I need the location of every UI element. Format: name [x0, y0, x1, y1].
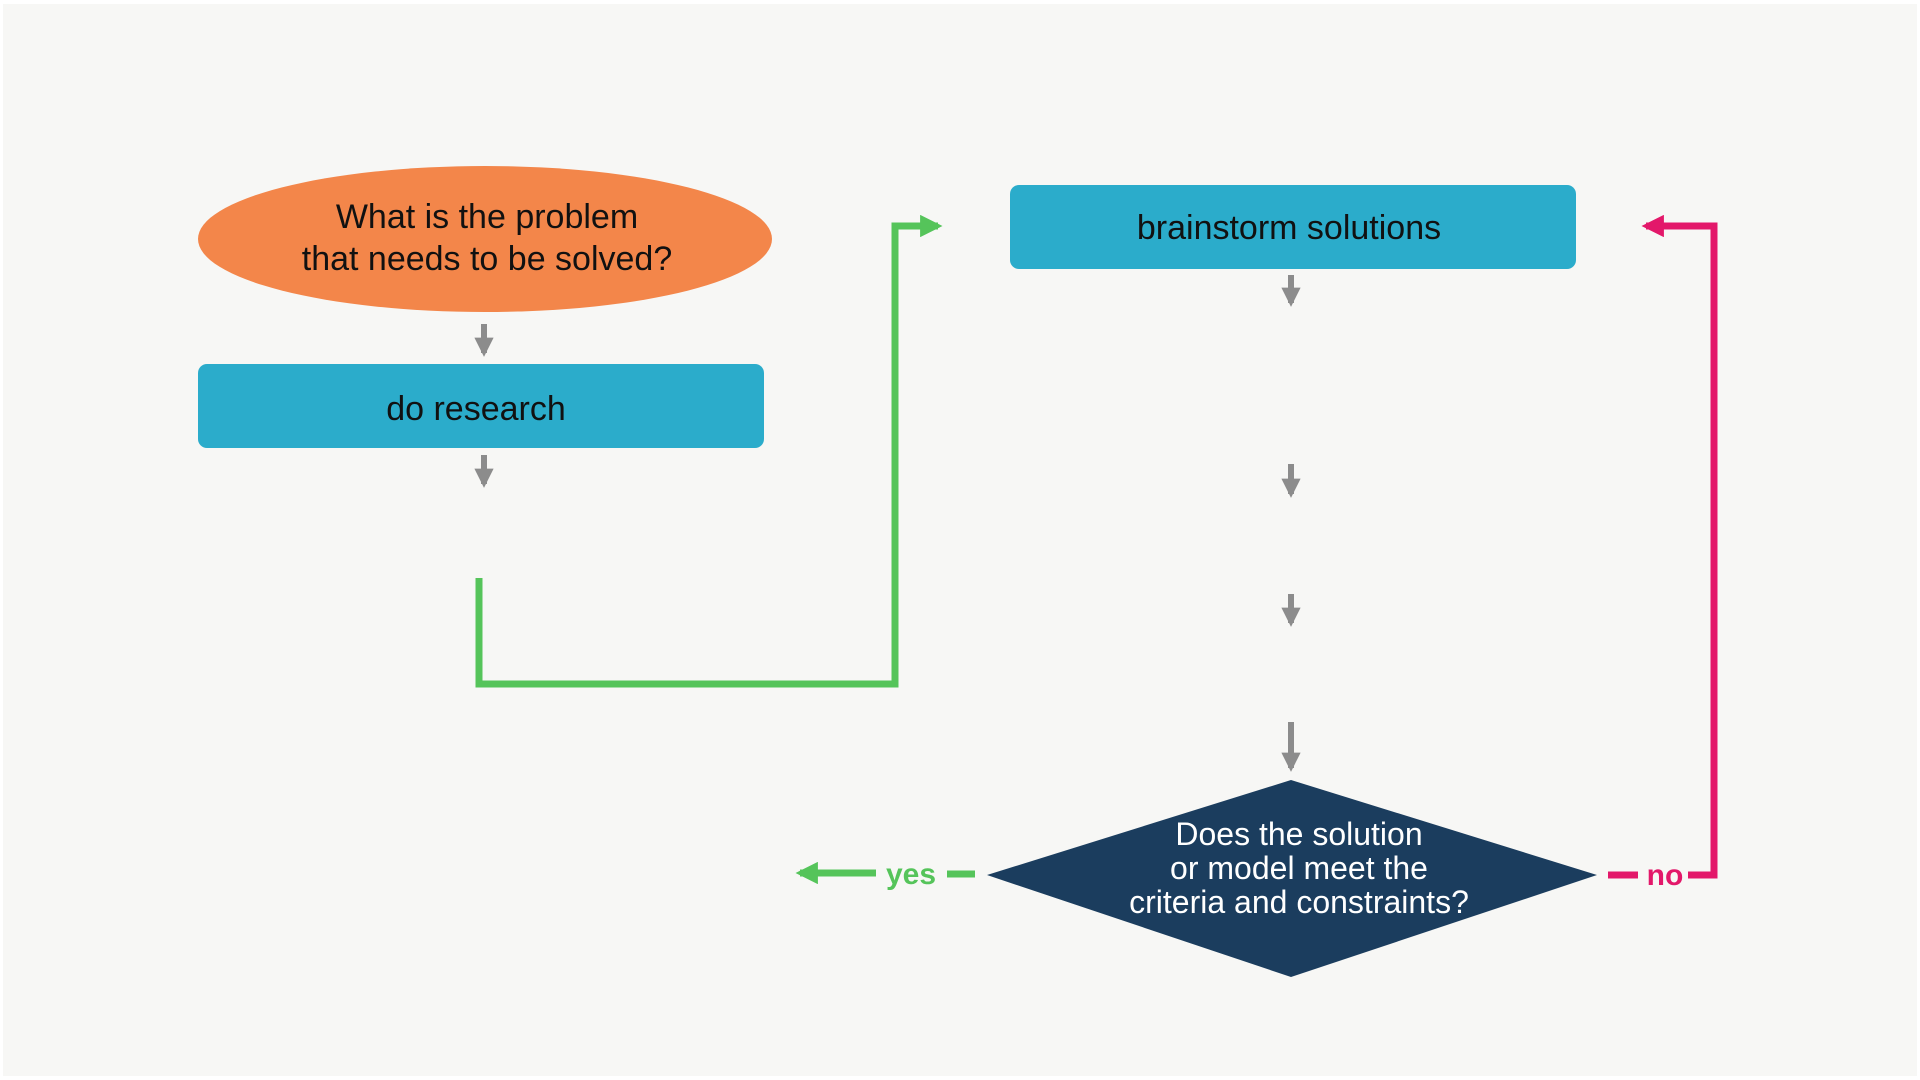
yes-branch: yes	[795, 858, 975, 891]
brainstorm-box	[1010, 185, 1576, 269]
no-label: no	[1647, 859, 1684, 892]
research-box	[198, 364, 764, 448]
yes-label: yes	[886, 858, 936, 891]
green-connector-to-brainstorm	[475, 214, 943, 688]
no-branch: no	[1608, 214, 1718, 892]
problem-node: What is the problem that needs to be sol…	[198, 166, 772, 312]
decision-label-line1: Does the solution	[1175, 816, 1422, 852]
problem-label-line1: What is the problem	[336, 198, 638, 236]
brainstorm-node: brainstorm solutions	[1010, 185, 1576, 269]
decision-node: Does the solution or model meet the crit…	[987, 780, 1597, 977]
decision-diamond	[987, 780, 1597, 977]
no-loop-arrow	[1641, 214, 1718, 879]
decision-label-line2: or model meet the	[1170, 850, 1428, 886]
research-node: do research	[198, 364, 764, 448]
research-label: do research	[386, 390, 566, 428]
problem-label-line2: that needs to be solved?	[302, 240, 673, 278]
problem-oval	[198, 166, 772, 312]
brainstorm-label: brainstorm solutions	[1137, 209, 1441, 247]
canvas-background	[3, 4, 1917, 1076]
decision-label-line3: criteria and constraints?	[1129, 884, 1469, 920]
